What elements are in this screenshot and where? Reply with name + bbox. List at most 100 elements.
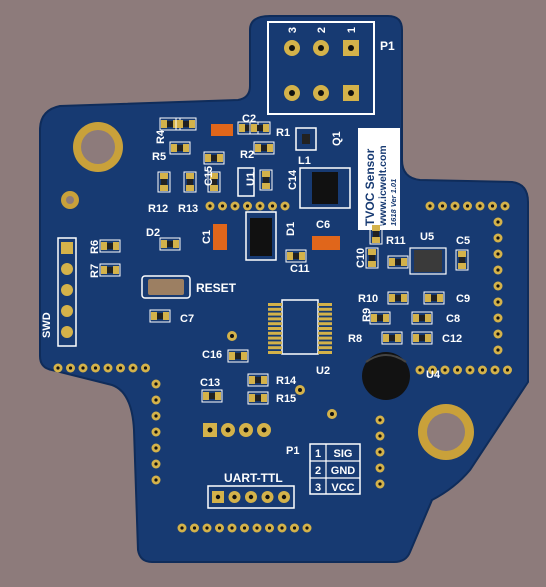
edge-pad bbox=[265, 523, 274, 533]
edge-pad bbox=[290, 523, 299, 533]
mounting-hole-bottom-right bbox=[418, 404, 474, 460]
sensor-u4 bbox=[362, 352, 410, 400]
label-c5: C5 bbox=[456, 235, 470, 247]
edge-pad bbox=[493, 345, 503, 355]
edge-pad bbox=[230, 201, 240, 211]
swd-header-pins bbox=[61, 242, 73, 338]
uart-pin bbox=[261, 491, 274, 503]
smd-part bbox=[247, 373, 269, 387]
label-r15: R15 bbox=[276, 393, 296, 405]
title-block bbox=[358, 128, 400, 230]
via bbox=[227, 331, 237, 341]
u5-outline bbox=[409, 247, 447, 275]
smd-part bbox=[149, 309, 171, 323]
label-swd: SWD bbox=[41, 312, 53, 338]
smd-part bbox=[387, 291, 409, 305]
edge-pad bbox=[500, 201, 510, 211]
through-hole-pad bbox=[257, 423, 271, 437]
edge-pad bbox=[503, 365, 512, 375]
u2-pin bbox=[268, 351, 282, 354]
label-reset: RESET bbox=[196, 281, 237, 295]
pcb-board bbox=[39, 15, 529, 563]
pin-number-3: 3 bbox=[287, 27, 299, 33]
edge-pad-rows bbox=[53, 201, 512, 533]
through-hole-pad bbox=[239, 423, 253, 437]
u2-pin bbox=[268, 322, 282, 326]
edge-pad bbox=[280, 201, 290, 211]
smd-part bbox=[227, 349, 249, 363]
smd-part bbox=[207, 171, 221, 193]
u2-pin bbox=[318, 327, 332, 330]
via bbox=[295, 385, 305, 395]
edge-pad bbox=[488, 201, 497, 211]
label-c16: C16 bbox=[202, 349, 222, 361]
smd-part bbox=[175, 117, 197, 131]
diode-d1 bbox=[250, 218, 272, 256]
label-r10: R10 bbox=[358, 293, 378, 305]
smd-part bbox=[247, 391, 269, 405]
edge-pad bbox=[151, 443, 161, 453]
edge-pad bbox=[243, 201, 252, 211]
smd-part bbox=[169, 141, 191, 155]
u2-pin bbox=[318, 331, 332, 335]
edge-pad bbox=[151, 475, 161, 485]
label-q1: Q1 bbox=[331, 131, 343, 146]
smd-part bbox=[423, 291, 445, 305]
edge-pad bbox=[215, 523, 224, 533]
label-c11: C11 bbox=[290, 263, 310, 275]
pin-table-name-3: VCC bbox=[331, 482, 354, 494]
label-c6: C6 bbox=[316, 219, 330, 231]
edge-pad bbox=[151, 379, 161, 389]
label-c12: C12 bbox=[442, 333, 462, 345]
edge-pad bbox=[493, 249, 503, 259]
edge-pad bbox=[493, 313, 503, 323]
smd-part bbox=[203, 151, 225, 165]
swd-header-outline bbox=[57, 237, 77, 347]
inductor-l1 bbox=[312, 172, 338, 204]
label-l1: L1 bbox=[298, 155, 311, 167]
edge-pad bbox=[463, 201, 472, 211]
label-r12: R12 bbox=[148, 203, 168, 215]
label-r13: R13 bbox=[178, 203, 198, 215]
smd-part bbox=[99, 263, 121, 277]
inductor-l1-outline bbox=[299, 167, 351, 209]
u2-pin bbox=[318, 322, 332, 326]
label-uart: UART-TTL bbox=[224, 471, 283, 485]
label-c14: C14 bbox=[287, 169, 299, 190]
via-small-left bbox=[61, 191, 79, 209]
u1-outline bbox=[237, 167, 255, 197]
label-r8: R8 bbox=[348, 333, 362, 345]
label-u2: U2 bbox=[316, 365, 330, 377]
uart-header-outline bbox=[207, 485, 295, 509]
label-r5: R5 bbox=[152, 151, 166, 163]
edge-pad bbox=[375, 431, 385, 441]
smd-part bbox=[159, 237, 181, 251]
label-p1-top: P1 bbox=[380, 39, 395, 53]
edge-pad bbox=[66, 363, 75, 373]
edge-pad bbox=[151, 395, 161, 405]
swd-pin bbox=[61, 326, 73, 338]
label-p1-bottom: P1 bbox=[286, 445, 299, 457]
smd-part bbox=[253, 141, 275, 155]
edge-pad bbox=[177, 523, 187, 533]
uart-pin bbox=[228, 491, 241, 503]
board-version: 1618 Ver 1.01 bbox=[389, 179, 398, 226]
q1-outline bbox=[295, 127, 317, 151]
smd-part bbox=[249, 121, 271, 135]
edge-pad bbox=[78, 363, 88, 373]
edge-pad bbox=[240, 523, 249, 533]
label-c1: C1 bbox=[201, 230, 213, 244]
edge-pad bbox=[53, 363, 63, 373]
cap-c6 bbox=[312, 236, 340, 250]
label-u5: U5 bbox=[420, 231, 434, 243]
d1-outline bbox=[245, 211, 277, 261]
edge-pad bbox=[277, 523, 287, 533]
u2-pin bbox=[318, 336, 332, 340]
edge-pad bbox=[493, 297, 503, 307]
edge-pad bbox=[428, 365, 437, 375]
smd-part bbox=[381, 331, 403, 345]
u2-pin bbox=[318, 307, 332, 311]
smd-part bbox=[369, 311, 391, 325]
uart-pin bbox=[212, 491, 224, 503]
edge-pad bbox=[202, 523, 212, 533]
